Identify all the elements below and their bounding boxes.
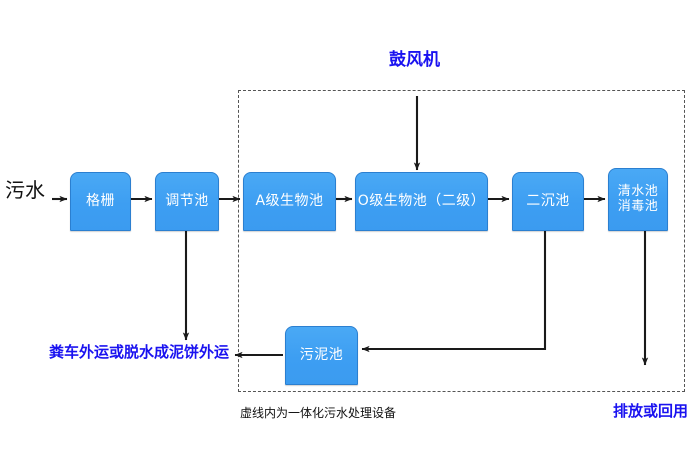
node-disinfection-tank-label-line2: 消毒池 [617,198,659,214]
node-regulating-tank-label: 调节池 [165,193,209,210]
node-secondary-sedimentation-tank[interactable]: 二沉池 [512,172,584,231]
integrated-equipment-boundary [238,90,685,392]
node-grid-label: 格栅 [86,193,115,210]
blower-label: 鼓风机 [389,50,440,70]
node-sludge-tank[interactable]: 污泥池 [285,326,358,385]
node-clearwater-tank-label-line1: 清水池 [617,183,659,199]
node-secondary-sedimentation-tank-label: 二沉池 [526,193,570,210]
node-clearwater-disinfection-tank[interactable]: 清水池 消毒池 [608,168,668,231]
node-a-stage-bio-tank[interactable]: A级生物池 [243,172,336,231]
node-o-stage-bio-tank[interactable]: O级生物池（二级） [355,172,488,231]
integrated-equipment-caption: 虚线内为一体化污水处理设备 [240,406,397,420]
node-grid[interactable]: 格栅 [70,172,131,231]
node-sludge-tank-label: 污泥池 [299,347,344,364]
inlet-label: 污水 [5,178,45,202]
node-a-stage-bio-tank-label: A级生物池 [255,193,324,210]
node-regulating-tank[interactable]: 调节池 [155,172,219,231]
node-o-stage-bio-tank-label: O级生物池（二级） [357,193,486,210]
discharge-reuse-label: 排放或回用 [613,402,689,420]
sludge-disposal-label: 粪车外运或脱水成泥饼外运 [49,343,230,361]
